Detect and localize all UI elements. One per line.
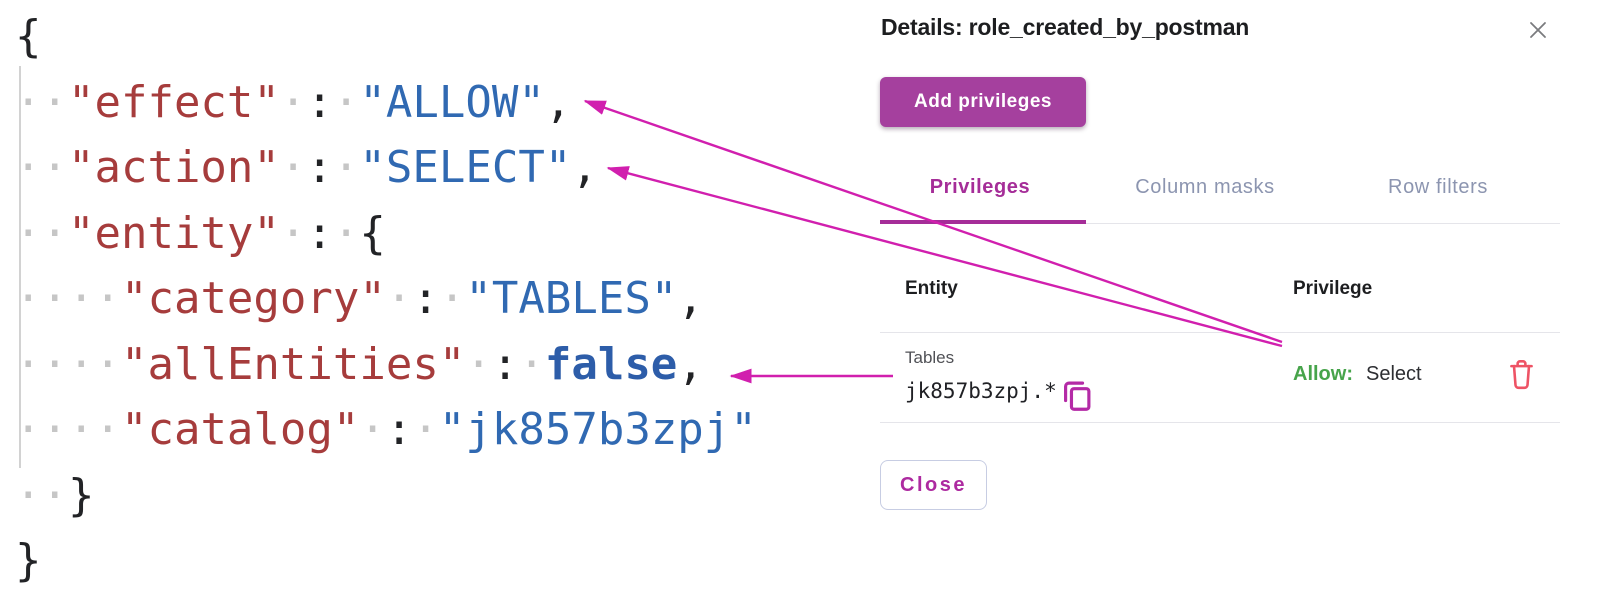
tab-column-masks[interactable]: Column masks xyxy=(1135,176,1275,198)
trash-icon[interactable] xyxy=(1506,357,1537,392)
close-button[interactable]: Close xyxy=(880,460,987,510)
privilege-effect-label: Allow: xyxy=(1293,363,1353,385)
indent-guide xyxy=(19,66,21,468)
code-line: { xyxy=(15,11,42,62)
code-line: ····"category"·:·"TABLES", xyxy=(15,273,704,324)
code-line: ····"allEntities"·:·false, xyxy=(15,338,704,390)
column-header-entity: Entity xyxy=(905,278,958,299)
code-line: ··"action"·:·"SELECT", xyxy=(15,142,598,193)
code-line: ··"entity"·:·{ xyxy=(15,207,386,259)
entity-type-label: Tables xyxy=(905,348,955,367)
add-privileges-button[interactable]: Add privileges xyxy=(880,77,1086,127)
json-code: { ··"effect"·:·"ALLOW", ··"action"·:·"SELE… xyxy=(15,4,757,594)
code-line: ····"catalog"·:·"jk857b3zpj" xyxy=(15,404,757,455)
tab-privileges[interactable]: Privileges xyxy=(929,176,1031,198)
column-header-privilege: Privilege xyxy=(1293,278,1373,299)
code-line: ··"effect"·:·"ALLOW", xyxy=(15,76,572,128)
code-line: } xyxy=(15,535,42,586)
entity-path-value: jk857b3zpj.* xyxy=(905,379,1057,403)
active-tab-underline xyxy=(880,220,1086,224)
tab-row-filters[interactable]: Row filters xyxy=(1388,176,1488,198)
table-row-divider xyxy=(880,422,1560,423)
code-line: ··} xyxy=(15,469,95,521)
panel-title: Details: role_created_by_postman xyxy=(881,14,1250,40)
copy-icon[interactable] xyxy=(1058,376,1096,414)
close-icon[interactable] xyxy=(1526,18,1550,42)
table-header-divider xyxy=(880,332,1560,333)
privilege-action-label: Select xyxy=(1366,363,1422,385)
